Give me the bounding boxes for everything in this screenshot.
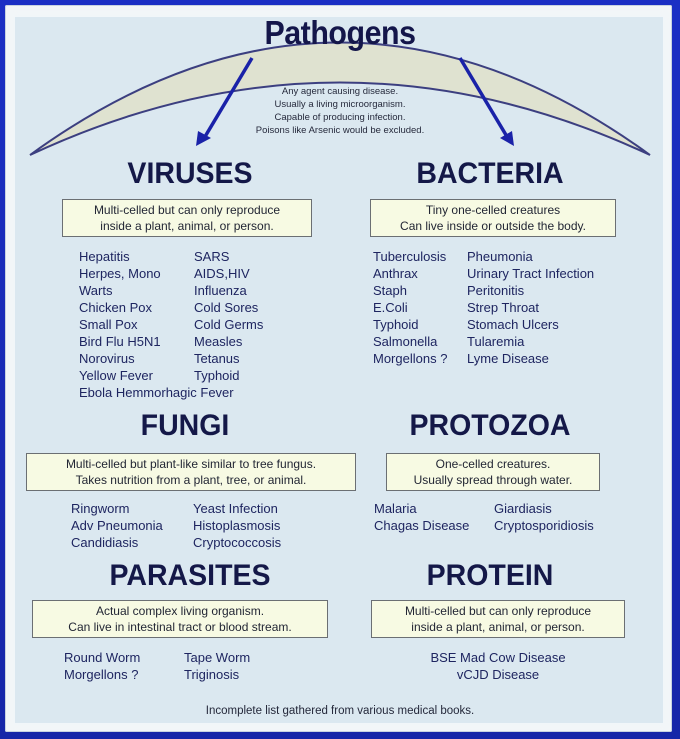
bacteria-title: BACTERIA [416,157,564,190]
list-item: Typhoid [373,317,419,332]
list-item: SARS [194,249,230,264]
list-item: Chicken Pox [79,300,152,315]
list-item: Cold Germs [194,317,264,332]
list-item: Cryptococcosis [193,535,282,550]
desc-line: inside a plant, animal, or person. [411,620,585,634]
desc-line: Tiny one-celled creatures [425,203,561,217]
protozoa-title: PROTOZOA [409,409,571,442]
list-item: Pheumonia [467,249,533,264]
definition: Any agent causing disease. Usually a liv… [230,85,450,137]
definition-line: Poisons like Arsenic would be excluded. [255,125,425,136]
desc-line: Multi-celled but can only reproduce [93,203,281,217]
list-item: Malaria [374,501,417,516]
list-item: Yeast Infection [193,501,278,516]
list-item: Adv Pneumonia [71,518,163,533]
fungi-description: Multi-celled but plant-like similar to t… [26,453,356,491]
list-item: Ebola Hemmorhagic Fever [79,385,234,400]
list-item: Lyme Disease [467,351,549,366]
desc-line: Can live inside or outside the body. [400,219,586,233]
protozoa-list: Malaria Giardiasis Chagas Disease Crypto… [374,500,594,534]
list-item: Candidiasis [71,535,139,550]
bacteria-description: Tiny one-celled creatures Can live insid… [370,199,616,237]
definition-line: Capable of producing infection. [274,112,406,123]
list-item: Giardiasis [494,501,552,516]
desc-line: Multi-celled but can only reproduce [404,604,592,618]
list-item: E.Coli [373,300,408,315]
protein-list: BSE Mad Cow Disease vCJD Disease [370,649,626,683]
definition-line: Any agent causing disease. [281,86,399,97]
viruses-description: Multi-celled but can only reproduce insi… [62,199,312,237]
list-item: Strep Throat [467,300,540,315]
list-item: Hepatitis [79,249,130,264]
list-item: Anthrax [373,266,418,281]
protozoa-description: One-celled creatures. Usually spread thr… [386,453,600,491]
list-item: Urinary Tract Infection [467,266,595,281]
list-item: Morgellons ? [64,667,139,682]
list-item: Tetanus [194,351,240,366]
viruses-list: Hepatitis SARS Herpes, Mono AIDS,HIV War… [79,248,263,401]
list-item: BSE Mad Cow Disease [430,650,566,665]
desc-line: Actual complex living organism. [95,604,265,618]
list-item: Tape Worm [184,650,251,665]
protein-description: Multi-celled but can only reproduce insi… [371,600,625,638]
list-item: Ringworm [71,501,130,516]
list-item: Staph [373,283,407,298]
list-item: Herpes, Mono [79,266,161,281]
list-item: Cryptosporidiosis [494,518,594,533]
protein-title: PROTEIN [426,559,554,592]
list-item: Tularemia [467,334,525,349]
list-item: Histoplasmosis [193,518,281,533]
list-item: Warts [79,283,113,298]
parasites-title: PARASITES [109,559,271,592]
desc-line: One-celled creatures. [435,457,551,471]
footer-note: Incomplete list gathered from various me… [205,705,475,717]
fungi-title: FUNGI [140,409,230,442]
pathogens-title: Pathogens [264,14,416,51]
list-item: Yellow Fever [79,368,153,383]
list-item: Measles [194,334,243,349]
list-item: Influenza [194,283,247,298]
list-item: Bird Flu H5N1 [79,334,161,349]
list-item: Salmonella [373,334,438,349]
list-item: Morgellons ? [373,351,448,366]
viruses-title: VIRUSES [127,157,253,190]
parasites-list: Round Worm Tape Worm Morgellons ? Trigin… [64,649,250,683]
list-item: Chagas Disease [374,518,470,533]
definition-line: Usually a living microorganism. [274,99,406,110]
list-item: vCJD Disease [456,667,540,682]
desc-line: Takes nutrition from a plant, tree, or a… [75,473,307,487]
list-item: Stomach Ulcers [467,317,559,332]
list-item: Typhoid [194,368,240,383]
list-item: Peritonitis [467,283,525,298]
list-item: AIDS,HIV [194,266,250,281]
list-item: Round Worm [64,650,141,665]
desc-line: Multi-celled but plant-like similar to t… [65,457,317,471]
list-item: Tuberculosis [373,249,447,264]
parasites-description: Actual complex living organism. Can live… [32,600,328,638]
fungi-list: Ringworm Yeast Infection Adv Pneumonia H… [71,500,281,551]
desc-line: inside a plant, animal, or person. [100,219,274,233]
desc-line: Usually spread through water. [413,473,573,487]
desc-line: Can live in intestinal tract or blood st… [68,620,292,634]
list-item: Norovirus [79,351,135,366]
list-item: Triginosis [184,667,240,682]
list-item: Small Pox [79,317,138,332]
list-item: Cold Sores [194,300,259,315]
bacteria-list: Tuberculosis Pheumonia Anthrax Urinary T… [373,248,594,367]
